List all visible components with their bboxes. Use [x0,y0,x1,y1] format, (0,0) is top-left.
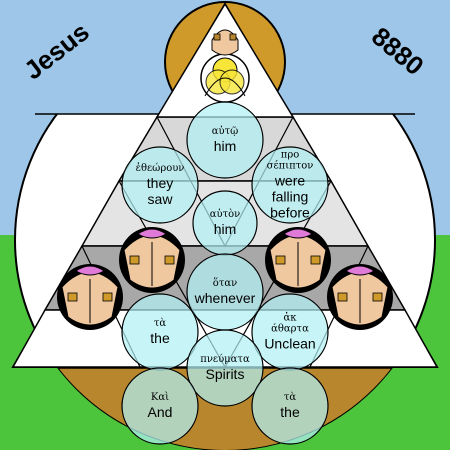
greek-word: προ [281,150,299,161]
english-word: him [214,138,237,154]
greek-word: πνεύματα [200,354,250,365]
english-word: were [274,173,306,189]
flower-icon [200,29,250,103]
english-word: they [147,175,173,191]
english-word: him [214,221,237,237]
face-icon [327,264,393,330]
english-word: the [150,330,170,346]
greek-word: ὅταν [213,278,237,289]
word-circles: αὐτῷhimἐθεώρουνtheysawπροσέπιπτονwerefal… [121,101,329,445]
english-word: the [280,404,300,420]
english-word: before [270,205,310,221]
face-icon [119,227,185,293]
face-motifs [57,227,393,330]
greek-word: ἀκ [283,313,297,324]
greek-word: ἐθεώρουν [136,163,185,174]
face-icon [57,264,123,330]
greek-word: άθαρτα [271,324,309,335]
english-word: falling [272,189,309,205]
greek-word: αὐτῷ [212,126,239,137]
greek-word: αὐτὸν [210,209,240,220]
greek-word: σέπιπτον [267,161,314,172]
english-word: whenever [194,290,256,306]
face-icon [265,227,331,293]
greek-word: Καὶ [151,392,169,403]
greek-word: τὰ [284,392,297,403]
english-word: Unclean [264,336,315,352]
greek-word: τὰ [154,318,167,329]
english-word: saw [148,191,174,207]
english-word: And [148,404,173,420]
english-word: Spirits [206,366,245,382]
